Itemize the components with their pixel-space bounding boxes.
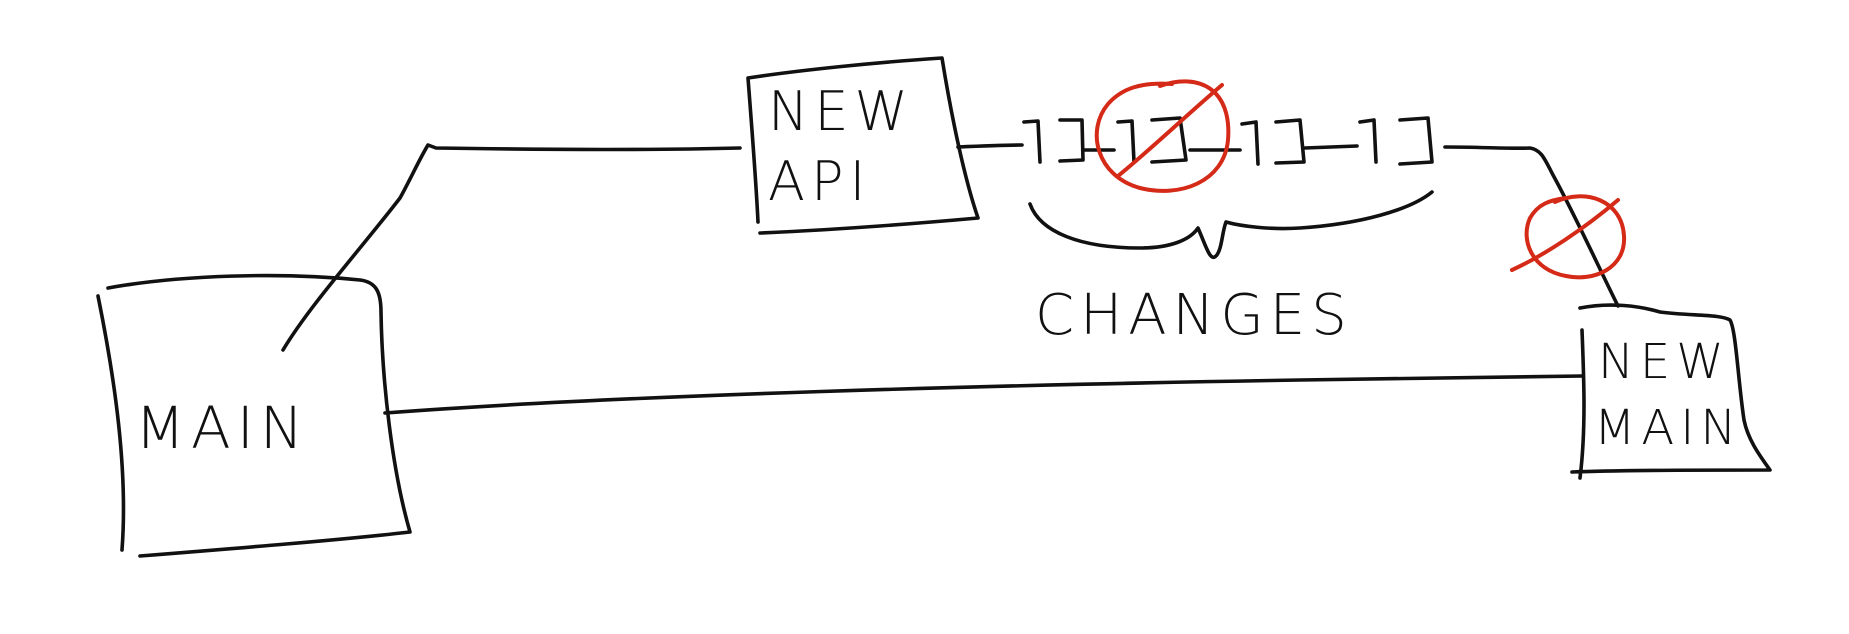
discarded-commit-strike bbox=[1094, 79, 1231, 193]
new-main-box-outline bbox=[1570, 303, 1772, 480]
changes-label: CHANGES bbox=[1035, 283, 1353, 348]
new-api-label-line1: NEW bbox=[768, 80, 914, 143]
new-main-box: NEW MAIN bbox=[1570, 303, 1772, 480]
new-api-label-line2: API bbox=[768, 150, 871, 213]
branch-line-main-to-new-api bbox=[281, 143, 742, 352]
change-commit-4 bbox=[1358, 116, 1434, 166]
changes-brace bbox=[1028, 190, 1434, 260]
main-box-outline bbox=[96, 273, 412, 558]
connector-change-3-4 bbox=[1303, 144, 1359, 150]
new-api-box-outline bbox=[746, 56, 980, 235]
strike-slash-commits bbox=[1116, 83, 1224, 178]
main-box: MAIN bbox=[96, 273, 412, 558]
change-commit-1 bbox=[1022, 118, 1085, 164]
main-line-to-new-main bbox=[383, 374, 1584, 415]
change-commit-3 bbox=[1240, 118, 1306, 166]
line-new-api-to-changes bbox=[956, 143, 1024, 149]
merge-line-changes-to-new-main bbox=[1443, 145, 1620, 308]
change-commit-2 bbox=[1116, 116, 1188, 164]
new-main-label-line1: NEW bbox=[1598, 334, 1730, 390]
new-api-box: NEW API bbox=[746, 56, 980, 235]
strike-circle-commits bbox=[1094, 79, 1231, 193]
new-main-label-line2: MAIN bbox=[1594, 400, 1742, 456]
strike-slash-merge bbox=[1510, 198, 1620, 272]
main-box-label: MAIN bbox=[135, 394, 309, 462]
discarded-merge-strike bbox=[1510, 194, 1627, 280]
